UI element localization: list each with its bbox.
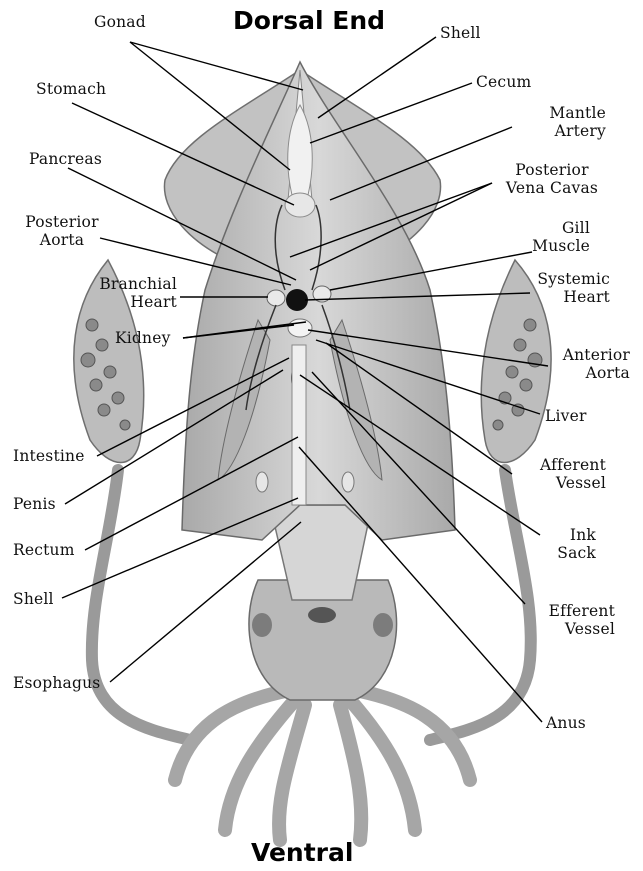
left-mantle-cartilage <box>256 472 268 492</box>
right-mantle-cartilage <box>342 472 354 492</box>
right-eye <box>373 613 393 637</box>
leader-shell-top <box>318 37 436 118</box>
kidney-organ <box>288 319 312 337</box>
dorsal-end-title: Dorsal End <box>233 6 385 35</box>
stomach-organ <box>285 193 315 217</box>
label-cecum: Cecum <box>476 73 531 91</box>
label-shell-bottom: Shell <box>13 590 54 608</box>
label-liver: Liver <box>545 407 587 425</box>
leader-gonad-1 <box>130 42 303 90</box>
label-pancreas: Pancreas <box>29 150 102 168</box>
label-penis: Penis <box>13 495 56 513</box>
label-shell-top: Shell <box>440 24 481 42</box>
systemic-heart-organ <box>286 289 308 311</box>
label-anus: Anus <box>546 714 586 732</box>
arms <box>175 690 470 840</box>
label-gonad: Gonad <box>94 13 146 31</box>
left-eye <box>252 613 272 637</box>
intestine-rectum <box>292 345 306 505</box>
label-kidney: Kidney <box>115 329 171 347</box>
ventral-title: Ventral <box>251 838 353 867</box>
label-esophagus: Esophagus <box>13 674 100 692</box>
funnel-opening <box>308 607 336 623</box>
left-branchial-heart <box>267 290 285 306</box>
label-stomach: Stomach <box>36 80 106 98</box>
label-rectum: Rectum <box>13 541 75 559</box>
left-tentacle <box>92 470 190 740</box>
label-intestine: Intestine <box>13 447 85 465</box>
